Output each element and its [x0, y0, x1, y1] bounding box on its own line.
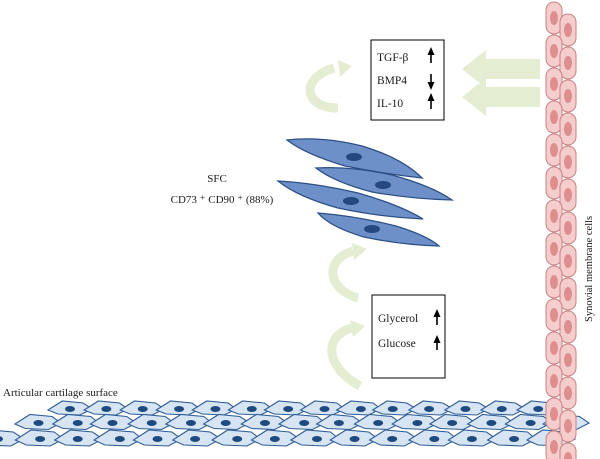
cartilage-cell — [14, 429, 65, 447]
curved-arrow-middle — [328, 243, 367, 303]
cartilage-cell — [13, 413, 63, 431]
cartilage-cell — [211, 429, 262, 447]
cartilage-cell — [447, 429, 498, 447]
fibroblast-cell — [276, 180, 424, 220]
arrow-down-icon — [427, 74, 435, 90]
cartilage-cell — [164, 413, 213, 431]
fibroblast-cell — [316, 212, 441, 247]
synovial-cell — [559, 409, 577, 443]
arrow-up-icon — [427, 93, 435, 109]
bmp4-label: BMP4 — [377, 75, 407, 87]
synovial-cell — [559, 79, 577, 113]
tgf-beta-label: TGF-β — [377, 52, 409, 64]
cartilage-label: Articular cartilage surface — [3, 387, 118, 399]
cartilage-cell — [53, 429, 104, 447]
cartilage-cell — [443, 400, 491, 416]
synovial-cell — [559, 376, 577, 410]
synovial-cell — [545, 298, 563, 332]
sfc-markers: CD73 ⁺ CD90 ⁺ (88%) — [171, 194, 274, 206]
metabolite-box: Glycerol Glucose — [371, 294, 446, 379]
cartilage-cell — [92, 429, 144, 447]
cartilage-cell — [263, 400, 310, 416]
cartilage-cell — [171, 429, 222, 447]
cartilage-cell — [118, 400, 166, 416]
cartilage-cell-layer — [0, 400, 591, 447]
sfc-title: SFC — [207, 173, 227, 185]
cartilage-cell — [250, 429, 301, 447]
sfc-fibroblast-cluster — [276, 138, 455, 247]
synovial-cell — [559, 244, 577, 278]
cartilage-cell — [486, 429, 537, 447]
curved-arrow-bottom — [327, 320, 365, 390]
cartilage-cell — [504, 413, 553, 431]
synovial-cell — [559, 277, 577, 311]
il10-label: IL-10 — [377, 98, 403, 110]
cartilage-cell — [368, 429, 419, 447]
fibroblast-cell — [314, 167, 455, 201]
cartilage-cell — [132, 429, 183, 447]
cartilage-cell — [191, 400, 238, 416]
synovial-cell — [559, 343, 577, 377]
cartilage-cell — [479, 400, 527, 416]
synovial-cell — [559, 178, 577, 212]
cartilage-cell — [82, 400, 130, 416]
block-arrow-lower — [462, 78, 540, 116]
cartilage-cell — [371, 400, 418, 416]
cartilage-cell — [227, 400, 274, 416]
cartilage-cell — [407, 400, 454, 416]
synovial-cell — [559, 310, 577, 344]
cartilage-cell — [202, 413, 251, 431]
cytokine-box: TGF-β BMP4 IL-10 — [370, 39, 445, 121]
cartilage-cell — [126, 413, 176, 431]
synovial-membrane-column — [545, 1, 577, 459]
arrow-up-icon — [427, 47, 435, 63]
synovial-cell — [559, 442, 577, 459]
synovial-cell — [559, 112, 577, 146]
cartilage-cell — [428, 413, 478, 431]
synovial-cell — [545, 133, 563, 167]
synovial-cell — [545, 67, 563, 101]
fibroblast-cell — [285, 138, 424, 179]
synovial-cell — [559, 145, 577, 179]
cartilage-cell — [329, 429, 380, 447]
cartilage-cell — [353, 413, 402, 431]
cartilage-cell — [46, 400, 94, 416]
cartilage-cell — [407, 429, 458, 447]
cartilage-cell — [89, 413, 138, 431]
cartilage-cell — [335, 400, 382, 416]
cartilage-cell — [391, 413, 440, 431]
cartilage-cell — [240, 413, 289, 431]
glucose-label: Glucose — [378, 338, 416, 350]
cartilage-cell — [277, 413, 327, 431]
cartilage-cell — [315, 413, 364, 431]
cartilage-cell — [51, 413, 100, 431]
glycerol-label: Glycerol — [378, 313, 418, 325]
arrow-up-icon — [433, 309, 441, 325]
synovial-cell — [559, 13, 577, 47]
block-arrow-upper — [462, 50, 540, 88]
synovial-cell — [559, 46, 577, 80]
synovial-label: Synovial membrane cells — [584, 216, 595, 322]
cartilage-cell — [299, 400, 346, 416]
curved-arrow-top — [305, 60, 352, 113]
cartilage-cell — [466, 413, 515, 431]
cartilage-cell — [289, 429, 340, 447]
arrow-up-icon — [433, 335, 441, 350]
synovial-cell — [559, 211, 577, 245]
synovial-cell — [545, 232, 563, 266]
cartilage-cell — [155, 400, 202, 416]
